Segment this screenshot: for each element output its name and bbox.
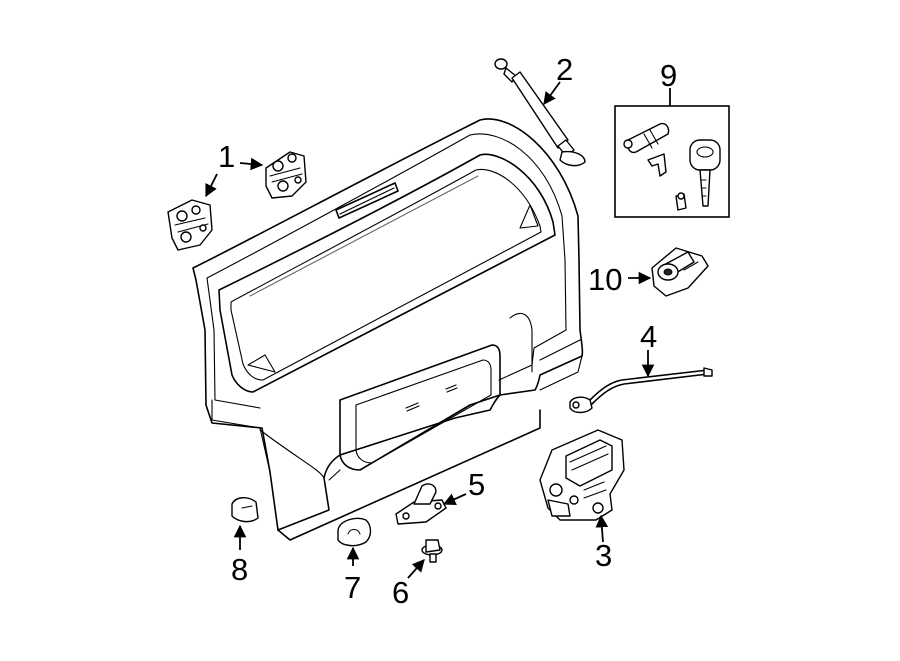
callout-3: 3: [595, 538, 612, 573]
lock-cylinder-icon: [651, 247, 709, 297]
callout-9: 9: [660, 58, 677, 93]
liftgate-panel: [192, 118, 584, 541]
lock-actuator-icon: [539, 429, 625, 521]
callout-1: 1: [218, 139, 235, 174]
callout-7: 7: [344, 570, 361, 605]
leader-lines: [205, 81, 671, 579]
callout-4: 4: [640, 319, 657, 354]
hinge-right-icon: [265, 151, 307, 199]
bumper-center-icon: [337, 517, 372, 547]
callout-5: 5: [468, 467, 485, 502]
hinge-left-icon: [167, 199, 213, 251]
lock-key-kit-box: [614, 105, 730, 218]
callout-6: 6: [392, 575, 409, 610]
callout-10: 10: [588, 262, 622, 297]
callout-2: 2: [556, 52, 573, 87]
bolt-icon: [421, 539, 443, 563]
bumper-left-icon: [231, 497, 259, 523]
release-cable-icon: [569, 367, 713, 414]
lift-support-strut-icon: [494, 58, 586, 167]
callout-8: 8: [231, 552, 248, 587]
striker-icon: [395, 483, 447, 525]
